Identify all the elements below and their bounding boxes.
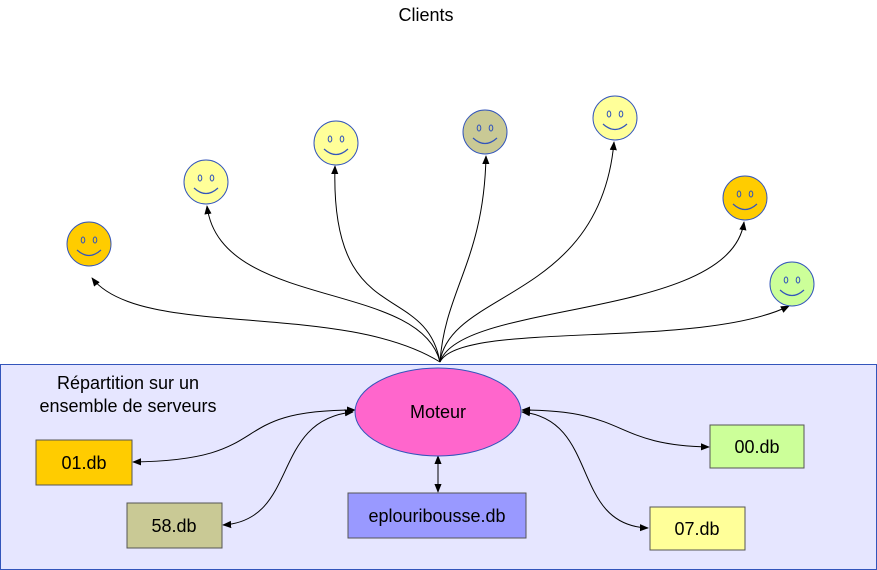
engine-node[interactable]: [354, 367, 522, 457]
db-node-58[interactable]: 58.db: [126, 502, 223, 549]
eye: [339, 135, 345, 143]
client-7[interactable]: [769, 261, 815, 307]
db-connection-07: [521, 409, 649, 532]
eye: [795, 276, 801, 284]
eye: [748, 190, 754, 198]
client-connection: [439, 155, 490, 363]
client-6[interactable]: [722, 175, 768, 221]
eye: [476, 124, 482, 132]
region-label-line1: Répartition sur un: [57, 373, 199, 393]
eye: [92, 236, 98, 244]
smiley-face-icon: [66, 221, 112, 267]
db-label: 58.db: [151, 516, 196, 536]
eye: [327, 135, 333, 143]
db-node-01[interactable]: 01.db: [35, 439, 133, 486]
smiley-face-icon: [313, 120, 359, 166]
eye: [783, 276, 789, 284]
eye: [618, 110, 624, 118]
eye: [736, 190, 742, 198]
db-node-07[interactable]: 07.db: [649, 506, 746, 551]
eye: [80, 236, 86, 244]
mouth: [602, 123, 628, 131]
mouth: [323, 148, 349, 156]
eye: [197, 174, 203, 182]
eye: [488, 124, 494, 132]
db-connections: [132, 406, 710, 532]
client-connections: [91, 141, 790, 363]
engine-label: Moteur: [410, 402, 466, 422]
region-label-line2: ensemble de serveurs: [39, 396, 216, 416]
mouth: [76, 249, 102, 257]
eye: [606, 110, 612, 118]
smiley-face-icon: [592, 95, 638, 141]
client-connection: [439, 141, 617, 363]
client-connection: [331, 165, 441, 363]
client-4[interactable]: [462, 109, 508, 155]
smiley-face-icon: [769, 261, 815, 307]
client-connection: [439, 305, 790, 363]
db-label: 07.db: [674, 519, 719, 539]
smiley-face-icon: [183, 159, 229, 205]
db-label: 01.db: [61, 453, 106, 473]
db-label: 00.db: [734, 437, 779, 457]
client-2[interactable]: [183, 159, 229, 205]
eye: [209, 174, 215, 182]
mouth: [193, 187, 219, 195]
client-5[interactable]: [592, 95, 638, 141]
mouth: [472, 137, 498, 145]
client-connection: [204, 205, 441, 363]
smiley-face-icon: [462, 109, 508, 155]
db-label: eplouribousse.db: [368, 506, 505, 526]
db-connection-58: [222, 409, 354, 529]
page-title: Clients: [398, 5, 453, 25]
client-connection: [439, 221, 747, 363]
mouth: [732, 203, 758, 211]
mouth: [779, 289, 805, 297]
db-node-00[interactable]: 00.db: [709, 424, 805, 469]
client-connection: [91, 277, 441, 363]
client-3[interactable]: [313, 120, 359, 166]
clients: [66, 95, 815, 307]
client-1[interactable]: [66, 221, 112, 267]
smiley-face-icon: [722, 175, 768, 221]
db-node-main[interactable]: eplouribousse.db: [347, 492, 527, 539]
